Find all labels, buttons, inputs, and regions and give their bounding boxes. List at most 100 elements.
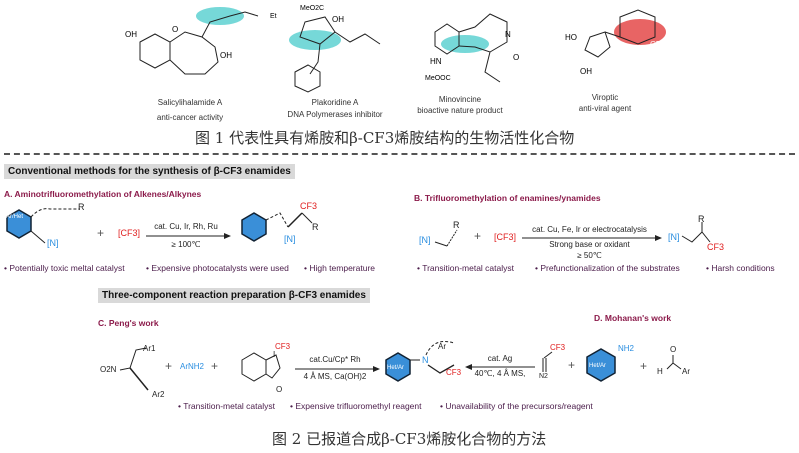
figure1-caption: 图 1 代表性具有烯胺和β-CF3烯胺结构的生物活性化合物 (195, 129, 575, 147)
hetar-amine (586, 348, 616, 382)
h-label: H (657, 367, 663, 376)
r-label: R (78, 202, 85, 212)
compound-activity: anti-viral agent (578, 104, 632, 113)
compound-name: Minovincine (438, 95, 482, 104)
n-label: [N] (284, 234, 296, 244)
drawback-bullet: • Expensive trifluoromethyl reagent (290, 401, 422, 411)
salicylihalamide-structure: OH O OH (125, 7, 259, 75)
condition: cat. Ag (487, 354, 513, 363)
drawback-bullet: • Harsh conditions (706, 263, 775, 273)
cf3-label: CF3 (446, 368, 462, 377)
compound-activity: bioactive nature product (417, 106, 503, 115)
oxygen-label: O (670, 345, 677, 354)
bullet-text: Harsh conditions (711, 263, 775, 273)
condition: ≥ 50℃ (577, 251, 602, 260)
iodine-label: I (273, 350, 276, 359)
cf3-label: CF3 (550, 343, 566, 352)
product-a (241, 212, 313, 242)
reaction-arrow (146, 233, 231, 239)
aldehyde (666, 355, 682, 370)
drawback-bullet: • Potentially toxic meltal catalyst (4, 263, 125, 273)
n-label: N (422, 355, 429, 365)
svg-text:Et: Et (270, 13, 277, 20)
cf3-label: CF3 (275, 342, 291, 351)
drawback-bullet: • Transition-metal catalyst (178, 401, 275, 411)
bullet-text: Potentially toxic meltal catalyst (9, 263, 125, 273)
condition: Strong base or oxidant (549, 240, 630, 249)
condition: ≥ 100℃ (171, 240, 201, 249)
figure2-caption: 图 2 已报道合成β-CF3烯胺化合物的方法 (272, 430, 547, 448)
condition: cat.Cu/Cp* Rh (309, 355, 361, 364)
divider (4, 153, 795, 155)
svg-text:O: O (513, 53, 519, 62)
conventional-methods-header: Conventional methods for the synthesis o… (4, 164, 295, 179)
diazo-compound (542, 351, 553, 372)
svg-text:MeO2C: MeO2C (300, 5, 324, 12)
section-b-title: B. Trifluoromethylation of enamines/ynam… (414, 193, 601, 203)
svg-text:N: N (505, 30, 511, 39)
bullet-text: Transition-metal catalyst (183, 401, 275, 411)
compound-name: Salicylihalamide A (157, 98, 223, 107)
svg-text:CF3: CF3 (650, 40, 666, 49)
three-component-header: Three-component reaction preparation β-C… (98, 288, 370, 303)
ar-label: Ar (438, 342, 446, 351)
cf3-label: CF3 (707, 242, 725, 252)
drawback-bullet: • High temperature (304, 263, 376, 273)
bullet-text: Transition-metal catalyst (422, 263, 514, 273)
ar1-label: Ar1 (143, 344, 156, 353)
ynamide (434, 229, 458, 247)
plus-sign: + (474, 229, 482, 243)
section-a-title: A. Aminotrifluoromethylation of Alkenes/… (4, 189, 202, 199)
beta-cf3-enamine-product (385, 341, 455, 382)
svg-text:OH: OH (220, 51, 232, 60)
r-label: R (453, 220, 460, 230)
nitroenyne (119, 347, 149, 391)
drawback-bullet: • Transition-metal catalyst (417, 263, 514, 273)
plus-sign: + (568, 358, 576, 372)
cf3-reagent: [CF3] (118, 228, 141, 238)
n2-label: N2 (539, 373, 548, 380)
reaction-arrow (295, 366, 380, 372)
condition: 4 Å MS, Ca(OH)2 (303, 372, 367, 381)
drawback-bullet: • Expensive photocatalysts were used (146, 263, 289, 273)
ar2-label: Ar2 (152, 390, 165, 399)
condition: 40℃, 4 Å MS, (474, 369, 526, 378)
amine-label: ArNH2 (180, 362, 205, 371)
bullet-text: Unavailability of the precursors/reagent (445, 401, 593, 411)
plus-sign: + (640, 359, 648, 373)
plus-sign: + (97, 226, 105, 240)
bullet-text: Expensive photocatalysts were used (151, 263, 289, 273)
n-label: [N] (47, 238, 59, 248)
condition: cat. Cu, Ir, Rh, Ru (154, 222, 218, 231)
plus-sign: + (165, 359, 173, 373)
bullet-text: High temperature (309, 263, 376, 273)
ar-label: Ar (682, 367, 690, 376)
svg-text:OH: OH (332, 15, 344, 24)
plakoridine-structure: MeO2C OH Et (270, 5, 381, 93)
svg-text:O: O (172, 25, 178, 34)
n-label: [N] (668, 232, 680, 242)
svg-text:OH: OH (125, 30, 137, 39)
svg-text:MeOOC: MeOOC (425, 75, 451, 82)
compound-name: Viroptic (591, 93, 619, 102)
nitro-label: O2N (100, 365, 117, 374)
hetar-label: Het/Ar (387, 365, 405, 371)
minovincine-structure: HN N MeOOC O (425, 13, 519, 83)
product-b (681, 222, 711, 243)
compound-activity: anti-cancer activity (156, 113, 224, 122)
drawback-bullet: • Prefunctionalization of the substrates (535, 263, 680, 273)
condition: cat. Cu, Fe, Ir or electrocatalysis (532, 225, 647, 234)
cf3-label: CF3 (300, 201, 318, 211)
svg-text:HN: HN (430, 57, 442, 66)
arhet-alkyne-substrate (6, 208, 80, 244)
bullet-text: Expensive trifluoromethyl reagent (295, 401, 422, 411)
bullet-text: Prefunctionalization of the substrates (540, 263, 680, 273)
cf3-reagent: [CF3] (494, 232, 517, 242)
arhet-label: Ar/Het (6, 214, 24, 220)
compound-name: Plakoridine A (311, 98, 359, 107)
r-label: R (312, 222, 319, 232)
svg-text:OH: OH (580, 67, 592, 76)
hetar-label: Het/Ar (589, 363, 607, 369)
